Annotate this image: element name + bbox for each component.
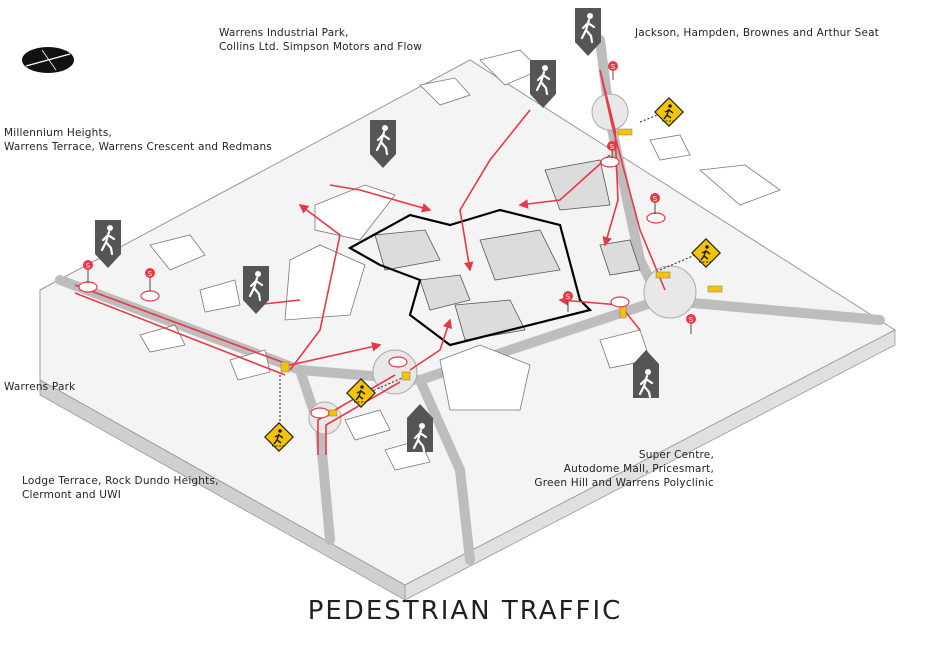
walking-person-icon	[575, 8, 601, 56]
bus-stop-icon: S	[563, 291, 573, 312]
bus-stop-icon: S	[686, 314, 696, 334]
pedestrian-markers	[95, 8, 659, 453]
pedestrian-crossing-sign-icon	[654, 97, 684, 127]
label-jackson-hampden: Jackson, Hampden, Brownes and Arthur Sea…	[635, 27, 880, 39]
svg-text:S: S	[689, 316, 694, 324]
site-buildings	[374, 159, 641, 341]
site-boundary	[347, 208, 593, 347]
label-super-centre: Super Centre, Autodome Mall, Pricesmart,…	[534, 449, 714, 489]
label-lodge-terrace: Lodge Terrace, Rock Dundo Heights, Clerm…	[22, 475, 219, 501]
page-title: PEDESTRIAN TRAFFIC	[307, 596, 623, 626]
bus-stop-icon: S	[650, 193, 660, 214]
walking-person-icon	[407, 404, 433, 453]
walking-person-icon	[530, 60, 556, 108]
svg-text:S: S	[148, 270, 153, 278]
bus-stop-icon: S	[83, 260, 93, 283]
bus-stops: S S S S S S S	[83, 61, 696, 334]
walking-person-icon	[370, 120, 396, 168]
buildings	[139, 49, 781, 471]
north-arrow-icon	[22, 47, 74, 73]
bus-stop-icon: S	[608, 61, 618, 80]
walking-person-icon	[633, 350, 659, 399]
label-millennium-heights: Millennium Heights, Warrens Terrace, War…	[4, 127, 272, 153]
svg-text:S: S	[86, 262, 91, 270]
leader-lines	[279, 113, 696, 428]
pedestrian-crossing-sign-icon	[691, 238, 721, 268]
svg-text:S: S	[611, 63, 616, 71]
label-warrens-park: Warrens Park	[4, 381, 76, 393]
svg-text:S: S	[610, 143, 615, 151]
walking-person-icon	[95, 220, 121, 268]
pedestrian-crossing-sign-icon	[264, 422, 294, 452]
svg-text:S: S	[653, 195, 658, 203]
bus-stop-icon: S	[145, 268, 155, 291]
crossing-signs	[264, 97, 721, 452]
bus-stop-icon: S	[607, 141, 617, 158]
pedestrian-crossing-sign-icon	[346, 378, 376, 408]
svg-text:S: S	[566, 293, 571, 301]
pedestrian-paths	[74, 69, 666, 455]
walking-person-icon	[243, 266, 269, 314]
label-warrens-industrial-park: Warrens Industrial Park, Collins Ltd. Si…	[219, 27, 423, 53]
